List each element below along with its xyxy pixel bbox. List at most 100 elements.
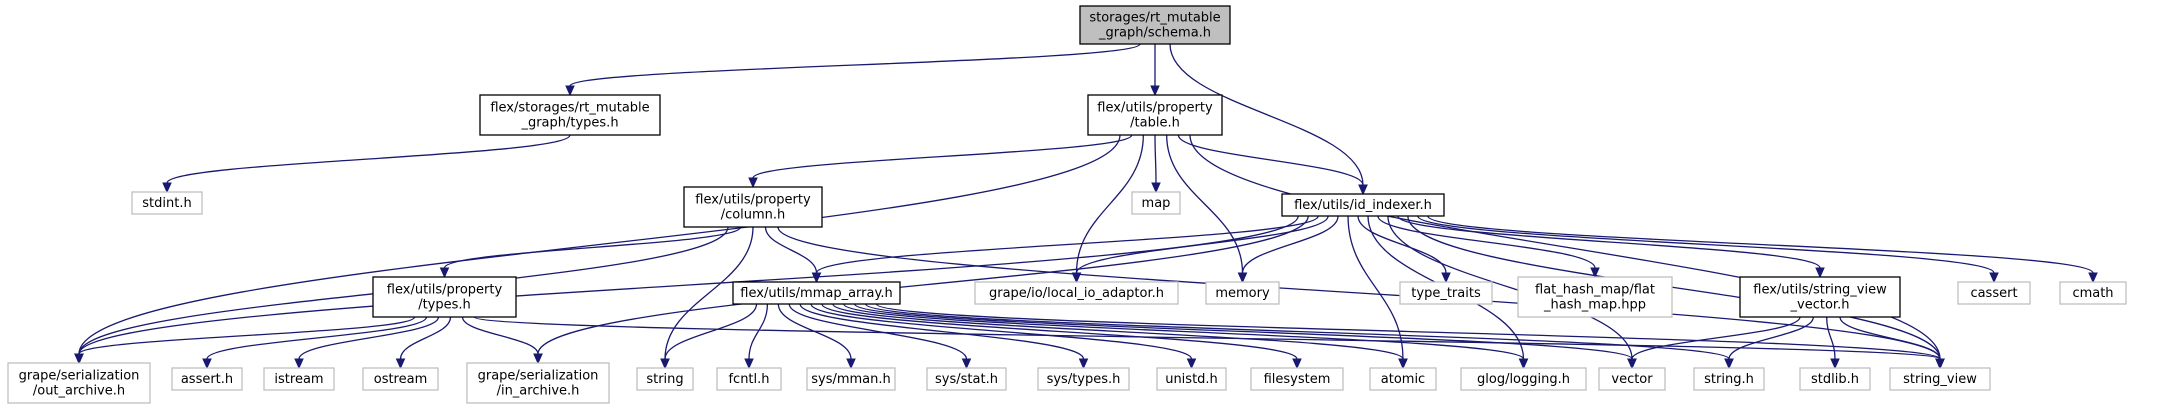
node-label: flex/utils/id_indexer.h (1294, 198, 1432, 213)
arrowhead-icon (748, 177, 758, 189)
node-label: /table.h (1130, 116, 1180, 131)
node-flat-hash: flat_hash_map/flat_hash_map.hpp (1517, 276, 1673, 318)
node-fcntl: fcntl.h (716, 367, 782, 391)
node-string: string (636, 367, 694, 391)
arrowhead-icon (439, 267, 450, 279)
edge-schema-to-id-indexer (1169, 43, 1364, 186)
node-label: flex/utils/string_view (1753, 283, 1887, 298)
edge-prop-types-to-out-archive (78, 316, 416, 355)
node-box (1079, 5, 1231, 45)
node-box (1517, 276, 1673, 318)
edge-id-indexer-to-flat-hash (1377, 215, 1596, 269)
edges-layer (74, 43, 2098, 370)
node-box (636, 367, 694, 391)
node-mmap-array[interactable]: flex/utils/mmap_array.h (732, 281, 901, 305)
edge-sv-vector-to-string-h (1728, 316, 1814, 360)
node-schema[interactable]: storages/rt_mutable_graph/schema.h (1079, 5, 1231, 45)
node-vector: vector (1598, 367, 1666, 391)
node-string-h: string.h (1693, 367, 1765, 391)
node-label: string_view (1903, 372, 1977, 387)
node-box (1205, 281, 1280, 305)
edge-sv-vector-to-stdlib (1826, 316, 1836, 360)
edge-mmap-array-to-filesystem (821, 303, 1298, 360)
edge-prop-table-to-prop-column (752, 134, 1133, 179)
node-label: string.h (1704, 372, 1754, 387)
node-label: map (1142, 196, 1171, 211)
node-label: fcntl.h (728, 372, 769, 387)
node-id-indexer[interactable]: flex/utils/id_indexer.h (1281, 193, 1445, 217)
node-box (1281, 193, 1445, 217)
node-cassert: cassert (1957, 281, 2031, 305)
node-box (1460, 367, 1587, 391)
edge-prop-table-to-local-io (1075, 134, 1144, 274)
node-label: filesystem (1264, 372, 1331, 387)
edge-mmap-array-to-string-h (864, 303, 1730, 360)
node-label: flex/utils/property (387, 283, 503, 298)
node-atomic: atomic (1369, 367, 1437, 391)
node-label: flex/utils/mmap_array.h (740, 286, 892, 301)
node-box (1369, 367, 1437, 391)
node-sys-stat: sys/stat.h (926, 367, 1007, 391)
node-prop-table[interactable]: flex/utils/property/table.h (1087, 94, 1223, 136)
node-assert-h: assert.h (171, 367, 243, 391)
node-box (1957, 281, 2031, 305)
node-box (732, 281, 901, 305)
node-box (7, 362, 151, 404)
edge-id-indexer-to-type-traits (1357, 215, 1447, 274)
node-box (1399, 281, 1493, 305)
node-label: flex/storages/rt_mutable (490, 101, 649, 116)
arrowhead-icon (1398, 358, 1408, 370)
node-sv-vector[interactable]: flex/utils/string_view_vector.h (1739, 276, 1901, 318)
edge-id-indexer-to-string-view (1407, 215, 1941, 360)
arrowhead-icon (202, 358, 212, 370)
arrowhead-icon (74, 353, 84, 365)
edge-prop-column-to-mmap-array (764, 226, 818, 274)
node-ostream: ostream (362, 367, 439, 391)
node-label: flat_hash_map/flat (1535, 283, 1655, 298)
node-label: flex/utils/property (1097, 101, 1213, 116)
node-box (171, 367, 243, 391)
edge-mmap-array-to-string (664, 303, 758, 360)
node-box (683, 186, 823, 228)
edge-rt-types-to-stdint (166, 134, 571, 184)
node-prop-types[interactable]: flex/utils/property/types.h (372, 276, 517, 318)
edge-id-indexer-to-vector (1387, 215, 1633, 360)
arrowhead-icon (1151, 182, 1161, 194)
node-box (1087, 94, 1223, 136)
node-box (716, 367, 782, 391)
arrowhead-icon (961, 358, 972, 370)
node-out-archive: grape/serialization/out_archive.h (7, 362, 151, 404)
node-box (1131, 191, 1181, 215)
edge-mmap-array-to-unistd (810, 303, 1193, 360)
node-stdint: stdint.h (131, 191, 203, 215)
node-cmath: cmath (2059, 281, 2127, 305)
arrowhead-icon (533, 353, 543, 365)
edge-sv-vector-to-vector (1631, 316, 1801, 360)
edge-prop-table-to-memory (1166, 134, 1244, 274)
node-box (263, 367, 335, 391)
node-box (1156, 367, 1227, 391)
arrowhead-icon (660, 358, 670, 370)
arrowhead-icon (565, 85, 575, 97)
edge-prop-column-to-string (664, 226, 754, 360)
node-label: /types.h (418, 298, 471, 313)
node-label: grape/io/local_io_adaptor.h (989, 286, 1164, 301)
node-label: _hash_map.hpp (1543, 298, 1646, 313)
edge-prop-types-to-in-archive (461, 316, 539, 355)
node-prop-column[interactable]: flex/utils/property/column.h (683, 186, 823, 228)
edge-id-indexer-to-mmap-array (815, 215, 1319, 274)
node-label: cassert (1970, 286, 2017, 301)
node-label: stdint.h (142, 196, 191, 211)
node-box (1250, 367, 1344, 391)
node-rt-types[interactable]: flex/storages/rt_mutable_graph/types.h (479, 94, 661, 136)
edge-mmap-array-to-sys-mman (777, 303, 852, 360)
edge-mmap-array-to-vector (854, 303, 1633, 360)
arrowhead-icon (1724, 358, 1734, 370)
node-filesystem: filesystem (1250, 367, 1344, 391)
arrowhead-icon (395, 358, 406, 370)
node-type-traits: type_traits (1399, 281, 1493, 305)
node-box (372, 276, 517, 318)
arrowhead-icon (1627, 358, 1637, 370)
arrowhead-icon (1292, 358, 1302, 370)
edge-mmap-array-to-sys-stat (788, 303, 968, 360)
